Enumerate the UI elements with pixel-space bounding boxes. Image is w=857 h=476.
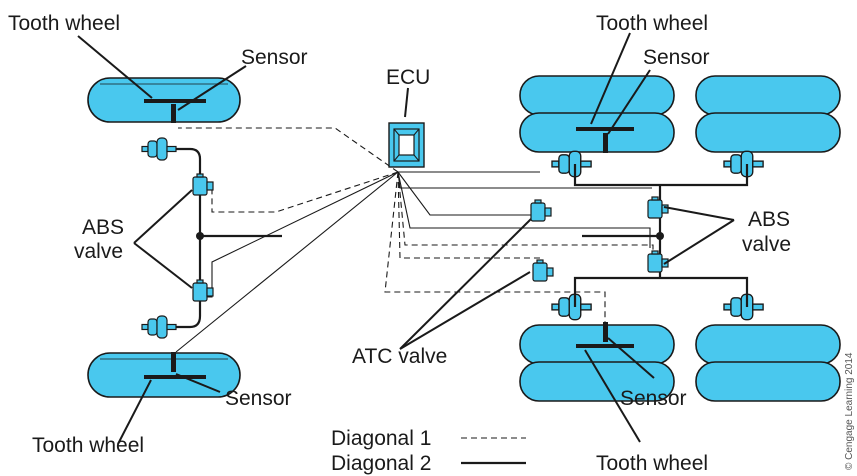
label-sensor-bottom-left: Sensor bbox=[225, 387, 292, 410]
sensor-rear-right bbox=[603, 322, 608, 342]
legend-diagonal-2-label: Diagonal 2 bbox=[331, 452, 431, 475]
brake-chamber-rear-left bbox=[141, 315, 177, 339]
label-abs-valve-left-1: ABS bbox=[82, 216, 124, 239]
label-abs-valve-right-1: ABS bbox=[748, 208, 790, 231]
leader-lines bbox=[77, 32, 735, 445]
tire-front-right-inner bbox=[519, 75, 675, 153]
label-tooth-wheel-top-right: Tooth wheel bbox=[596, 12, 708, 35]
label-sensor-top-left: Sensor bbox=[241, 46, 308, 69]
atc-valve-upper bbox=[530, 199, 552, 222]
atc-valve-lower bbox=[532, 259, 554, 282]
tire-front-right-outer bbox=[695, 75, 841, 153]
label-atc-valve: ATC valve bbox=[352, 345, 447, 368]
copyright-notice: © Cengage Learning 2014 bbox=[844, 352, 855, 470]
brake-chamber-rear-right-inner bbox=[551, 293, 592, 321]
sensor-front-left bbox=[171, 104, 176, 123]
legend: Diagonal 1 Diagonal 2 bbox=[331, 427, 526, 475]
ecu-module bbox=[388, 122, 425, 168]
brake-chamber-front-right-outer bbox=[723, 150, 764, 178]
abs-valve-left-rear bbox=[192, 279, 214, 302]
label-sensor-top-right: Sensor bbox=[643, 46, 710, 69]
label-tooth-wheel-bottom-left: Tooth wheel bbox=[32, 434, 144, 457]
abs-valve-right-rear bbox=[647, 250, 669, 273]
brake-chamber-front-left bbox=[141, 137, 177, 161]
label-tooth-wheel-top-left: Tooth wheel bbox=[8, 12, 120, 35]
label-sensor-bottom-right: Sensor bbox=[620, 387, 687, 410]
abs-valve-left-front bbox=[192, 173, 214, 196]
brake-chamber-front-right-inner bbox=[551, 150, 592, 178]
label-abs-valve-left-2: valve bbox=[74, 240, 123, 263]
legend-diagonal-1-label: Diagonal 1 bbox=[331, 427, 431, 450]
label-ecu: ECU bbox=[386, 66, 430, 89]
label-tooth-wheel-bottom-right: Tooth wheel bbox=[596, 452, 708, 475]
label-abs-valve-right-2: valve bbox=[742, 233, 791, 256]
sensor-rear-left bbox=[171, 352, 176, 372]
sensor-front-right bbox=[603, 133, 608, 153]
brake-chamber-rear-right-outer bbox=[723, 293, 764, 321]
tire-rear-right-outer bbox=[695, 324, 841, 402]
